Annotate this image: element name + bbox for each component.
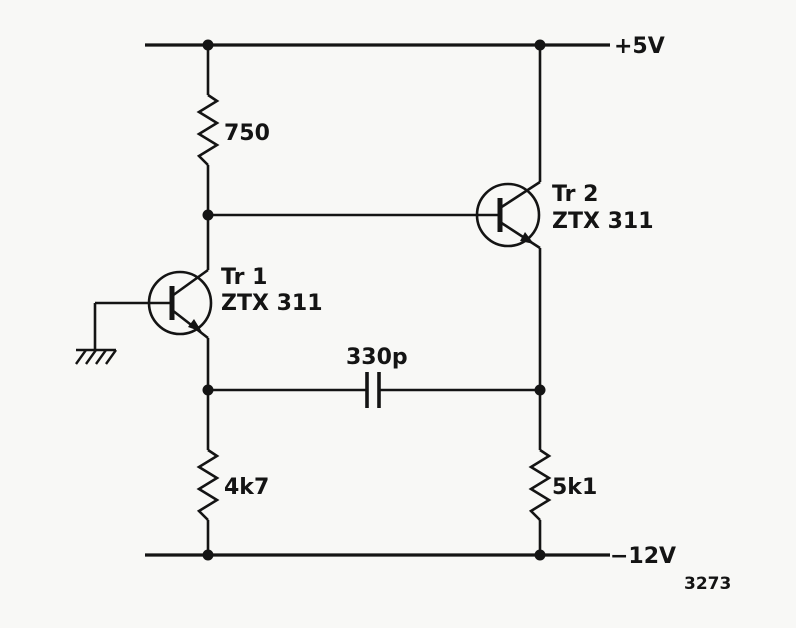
resistor-750-label: 750 bbox=[224, 121, 270, 146]
tr2-name-label: Tr 2 bbox=[552, 182, 598, 207]
tr1-collector-lead bbox=[171, 268, 209, 298]
top-rail-label: +5V bbox=[614, 34, 665, 59]
resistor-5k1-label: 5k1 bbox=[552, 475, 597, 500]
figure-number: 3273 bbox=[684, 574, 731, 594]
tr2-part-label: ZTX 311 bbox=[552, 209, 654, 234]
tr1-emitter-arrow bbox=[188, 319, 202, 332]
bottom-rail-label: −12V bbox=[610, 544, 676, 569]
junction-bottom-right bbox=[534, 549, 546, 561]
junction-dots bbox=[202, 39, 546, 561]
tr1-name-label: Tr 1 bbox=[221, 265, 267, 290]
tr1-emitter-lead bbox=[171, 308, 209, 340]
resistor-750 bbox=[196, 93, 220, 166]
resistor-750-zigzag bbox=[196, 93, 220, 166]
junction-top-right bbox=[534, 39, 546, 51]
capacitor-330p bbox=[208, 372, 540, 408]
resistor-5k1 bbox=[528, 448, 552, 521]
tr1-envelope bbox=[147, 270, 213, 336]
resistor-4k7-label: 4k7 bbox=[224, 475, 269, 500]
junction-top-left bbox=[202, 39, 214, 51]
tr2-emitter-arrow bbox=[520, 232, 534, 244]
junction-bottom-left bbox=[202, 549, 214, 561]
junction-emitter-left bbox=[202, 384, 214, 396]
resistor-5k1-zigzag bbox=[528, 448, 552, 521]
junction-collector-node bbox=[202, 209, 214, 221]
capacitor-330p-label: 330p bbox=[346, 345, 408, 370]
ground-hatching bbox=[75, 349, 117, 365]
junction-emitter-right bbox=[534, 384, 546, 396]
tr2-collector-lead bbox=[499, 180, 541, 210]
transistor-tr1 bbox=[147, 268, 213, 340]
resistor-4k7 bbox=[196, 448, 220, 521]
tr2-envelope bbox=[475, 182, 541, 248]
transistor-tr2 bbox=[475, 180, 541, 250]
tr1-part-label: ZTX 311 bbox=[221, 291, 323, 316]
ground-symbol bbox=[75, 348, 117, 365]
resistor-4k7-zigzag bbox=[196, 448, 220, 521]
